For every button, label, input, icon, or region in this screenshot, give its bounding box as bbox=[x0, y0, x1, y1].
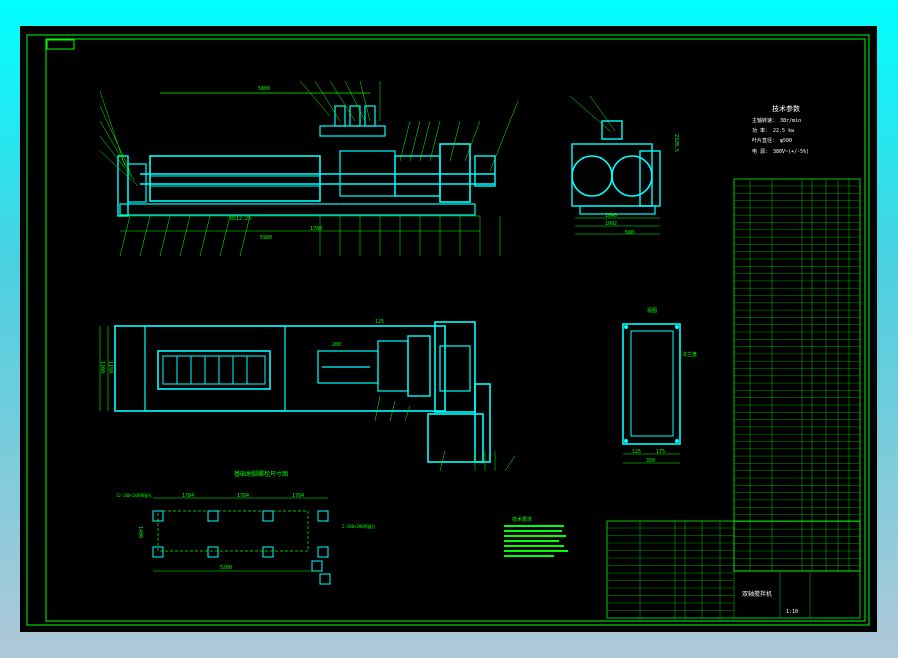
requirements-title: 技术要求 bbox=[512, 516, 532, 523]
side-width-dim-3: 500 bbox=[625, 230, 634, 236]
outer-border bbox=[26, 34, 870, 626]
foundation-dim-2: 1784 bbox=[237, 493, 249, 499]
foundation-title: 基础地脚螺栓尺寸图 bbox=[234, 470, 288, 478]
flange-note: 法兰盘 bbox=[682, 351, 697, 358]
flange-dim-2: 175 bbox=[656, 449, 665, 455]
front-length-dim-3: 5980 bbox=[260, 235, 272, 241]
foundation-dim-4: 5200 bbox=[220, 565, 232, 571]
inner-border bbox=[45, 38, 866, 622]
top-dimension: 5800 bbox=[258, 86, 270, 92]
parts-list-table bbox=[733, 178, 861, 572]
side-height-dim: 2320.5 bbox=[673, 134, 679, 152]
side-width-dim-1: 1040 bbox=[605, 213, 617, 219]
front-length-dim-1: 8512.25 bbox=[230, 216, 251, 222]
foundation-dim-1: 1784 bbox=[182, 493, 194, 499]
side-view: 1040 1092 500 2320.5 bbox=[569, 95, 679, 236]
foundation-dim-5: 1400 bbox=[137, 526, 143, 538]
corner-tag-box bbox=[46, 39, 75, 50]
tech-title: 技术参数 bbox=[772, 104, 800, 113]
foundation-dim-3: 1784 bbox=[292, 493, 304, 499]
tech-params: 技术参数 主轴转速： 38r/min 功 率： 22.5 kw 叶片直径： φ5… bbox=[752, 104, 809, 155]
side-width-dim-2: 1092 bbox=[605, 221, 617, 227]
foundation-plan: 基础地脚螺栓尺寸图 1784 1784 1784 5200 1400 12-20… bbox=[116, 470, 376, 585]
flange-view: 视图 125 175 350 法兰盘 bbox=[622, 307, 697, 464]
plan-dim-2: 1300 bbox=[99, 361, 105, 373]
flange-dim-1: 125 bbox=[632, 449, 641, 455]
tech-line-2: 功 率： 22.5 kw bbox=[752, 127, 795, 134]
title-block-name: 双轴搅拌机 bbox=[742, 590, 772, 598]
tech-line-1: 主轴转速： 38r/min bbox=[752, 117, 801, 124]
plan-dim-1: 1150 bbox=[107, 361, 113, 373]
foundation-note-1: 12-200×200预留孔 bbox=[116, 492, 152, 498]
foundation-note-2: 2-200×200预留孔 bbox=[342, 523, 376, 529]
title-block-scale: 1:10 bbox=[786, 609, 798, 615]
cad-drawing-sheet: 5800 8512.25 1780 5980 bbox=[20, 26, 877, 632]
plan-dim-3: 125 bbox=[375, 319, 384, 325]
tech-line-4: 电 源： 380V~(+/-5%) bbox=[752, 148, 809, 155]
front-elevation: 5800 8512.25 1780 5980 bbox=[99, 80, 519, 257]
plan-view: 1150 1300 125 200 bbox=[99, 319, 516, 472]
flange-view-label: 视图 bbox=[647, 307, 657, 314]
title-block: 双轴搅拌机 1:10 bbox=[606, 520, 861, 619]
plan-dim-4: 200 bbox=[332, 342, 341, 348]
technical-requirements: 技术要求 bbox=[504, 516, 568, 557]
flange-dim-3: 350 bbox=[646, 458, 655, 464]
front-length-dim-2: 1780 bbox=[310, 226, 322, 232]
tech-line-3: 叶片直径： φ500 bbox=[752, 137, 792, 144]
